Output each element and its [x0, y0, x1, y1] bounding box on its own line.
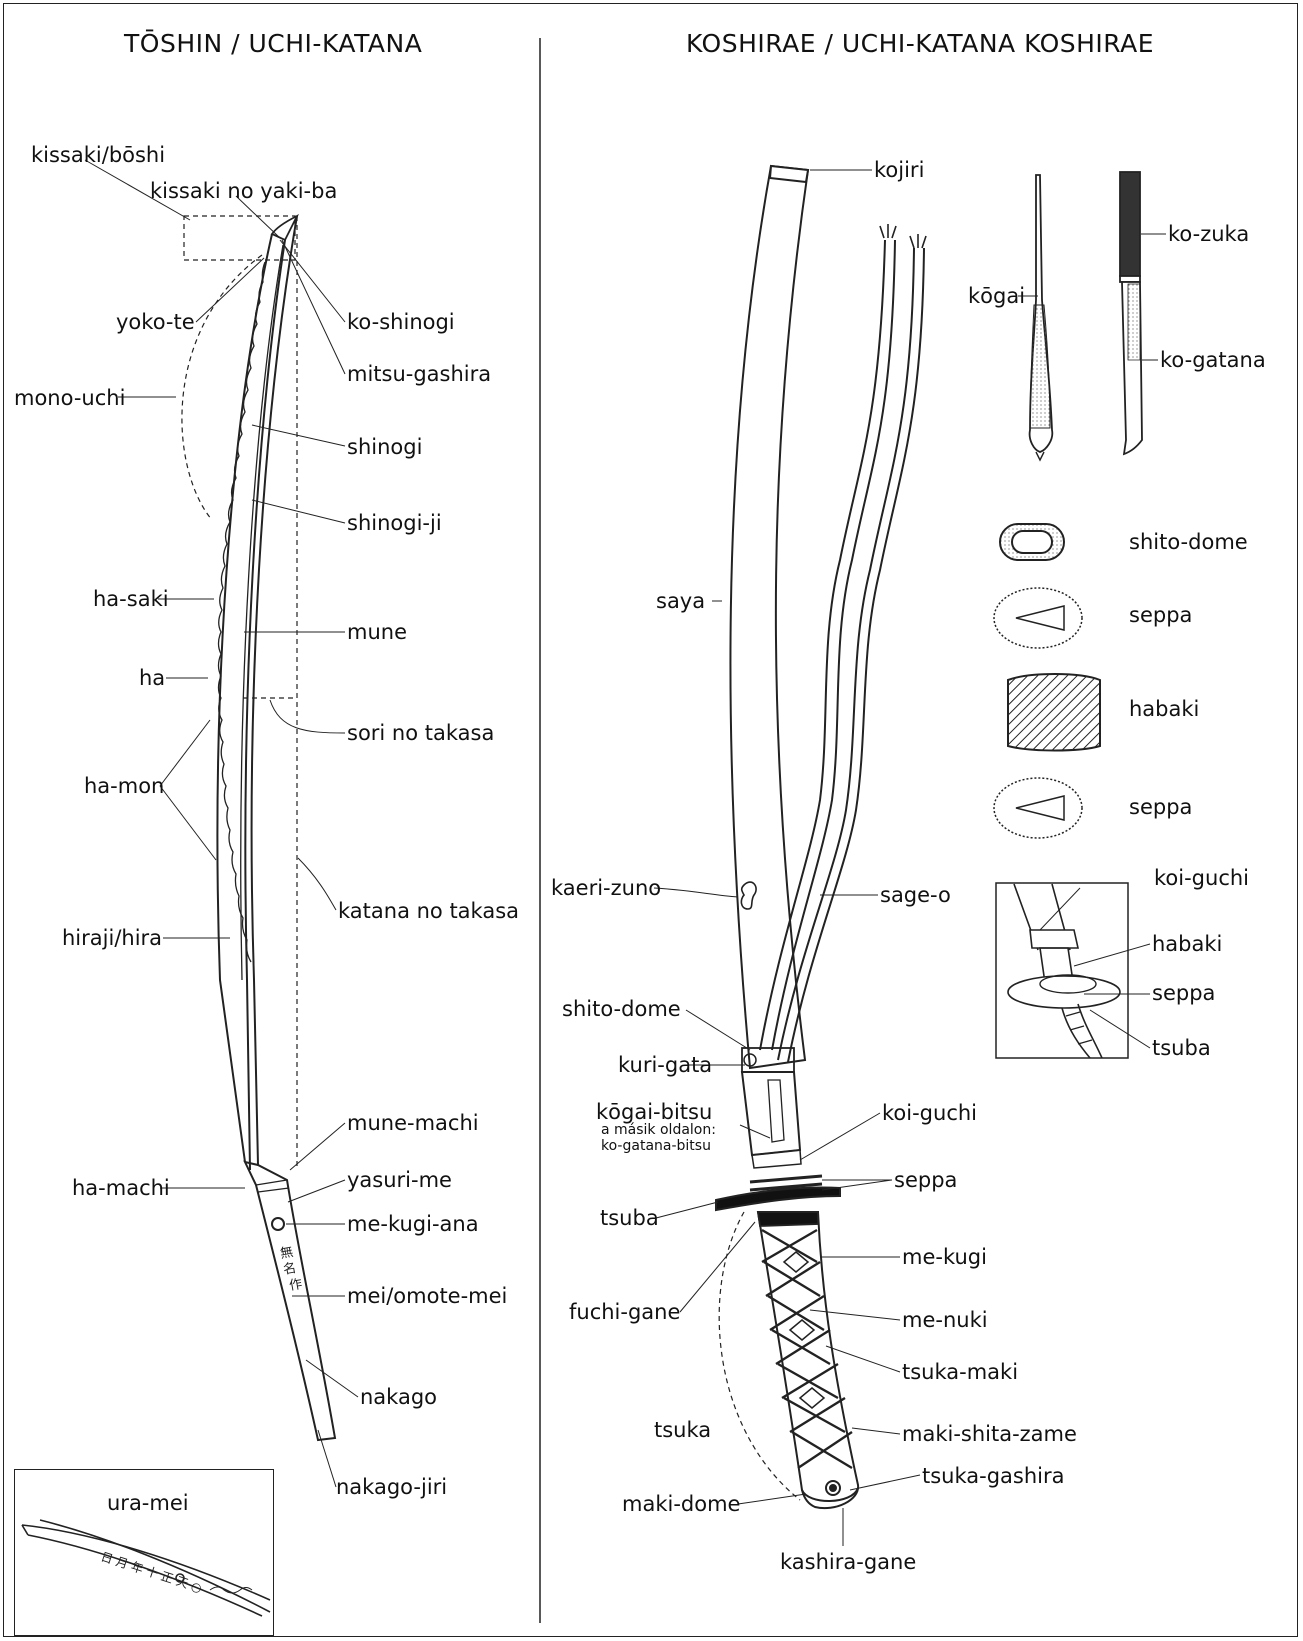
label-habaki-part: habaki	[1129, 699, 1199, 720]
label-me-kugi: me-kugi	[902, 1247, 987, 1268]
right-title: KOSHIRAE / UCHI-KATANA KOSHIRAE	[686, 31, 1154, 56]
label-ko-shinogi: ko-shinogi	[347, 312, 455, 333]
sage-o-cords	[760, 224, 926, 1062]
label-hiraji-hira: hiraji/hira	[62, 928, 162, 949]
label-ura-mei: ura-mei	[107, 1493, 189, 1514]
svg-text:無: 無	[279, 1245, 294, 1262]
label-ko-zuka: ko-zuka	[1168, 224, 1249, 245]
label-shito-dome: shito-dome	[562, 999, 681, 1020]
label-mune-machi: mune-machi	[347, 1113, 479, 1134]
label-tsuba: tsuba	[600, 1208, 659, 1229]
label-kaeri-zuno: kaeri-zuno	[551, 878, 661, 899]
habaki-part	[1008, 674, 1100, 751]
mount-leader-lines	[654, 170, 1166, 1546]
label-maki-dome: maki-dome	[622, 1494, 740, 1515]
label-shito-dome-part: shito-dome	[1129, 532, 1248, 553]
label-yoko-te: yoko-te	[116, 312, 195, 333]
koiguchi-inset	[996, 883, 1128, 1058]
kozuka-drawing	[1120, 172, 1142, 454]
tsuba-group	[716, 1176, 840, 1210]
label-tsuka: tsuka	[654, 1420, 711, 1441]
label-kogai-bitsu-note1: a másik oldalon:	[601, 1123, 716, 1138]
seppa-part-2	[994, 778, 1082, 838]
label-ko-gatana: ko-gatana	[1160, 350, 1266, 371]
label-seppa-inset: seppa	[1152, 983, 1215, 1004]
label-mitsu-gashira: mitsu-gashira	[347, 364, 491, 385]
seppa-part-1	[994, 588, 1082, 648]
label-koi-guchi: koi-guchi	[882, 1103, 977, 1124]
label-ha: ha	[139, 668, 165, 689]
left-title: TŌSHIN / UCHI-KATANA	[124, 31, 422, 56]
kogai-drawing	[1030, 175, 1053, 460]
label-ha-saki: ha-saki	[93, 589, 169, 610]
label-me-nuki: me-nuki	[902, 1310, 988, 1331]
saya-drawing	[730, 166, 808, 1168]
label-tsuka-maki: tsuka-maki	[902, 1362, 1018, 1383]
label-nakago-jiri: nakago-jiri	[336, 1477, 447, 1498]
svg-text:名: 名	[282, 1260, 298, 1278]
svg-text:作: 作	[288, 1277, 303, 1294]
label-yasuri-me: yasuri-me	[347, 1170, 452, 1191]
label-shinogi-ji: shinogi-ji	[347, 513, 442, 534]
label-ha-machi: ha-machi	[72, 1178, 170, 1199]
label-habaki-inset: habaki	[1152, 934, 1222, 955]
label-katana-no-takasa: katana no takasa	[338, 901, 519, 922]
label-seppa-part-2: seppa	[1129, 797, 1192, 818]
label-mono-uchi: mono-uchi	[14, 388, 125, 409]
label-kuri-gata: kuri-gata	[618, 1055, 712, 1076]
label-kissaki-boshi: kissaki/bōshi	[31, 145, 165, 166]
label-maki-shita-zame: maki-shita-zame	[902, 1424, 1077, 1445]
label-ha-mon: ha-mon	[84, 776, 164, 797]
label-kissaki-no-yakiba: kissaki no yaki-ba	[150, 181, 337, 202]
label-kogai: kōgai	[968, 286, 1025, 307]
label-mei-omote-mei: mei/omote-mei	[347, 1286, 507, 1307]
label-seppa: seppa	[894, 1170, 957, 1191]
blade-leader-lines	[85, 160, 358, 1487]
label-seppa-part-1: seppa	[1129, 605, 1192, 626]
label-mune: mune	[347, 622, 407, 643]
shito-dome-part	[1000, 524, 1064, 560]
label-koi-guchi-inset: koi-guchi	[1154, 868, 1249, 889]
tsuka-drawing	[758, 1212, 858, 1508]
label-shinogi: shinogi	[347, 437, 422, 458]
label-tsuba-inset: tsuba	[1152, 1038, 1211, 1059]
label-kashira-gane: kashira-gane	[780, 1552, 916, 1573]
label-kogai-bitsu: kōgai-bitsu	[596, 1102, 712, 1123]
label-sage-o: sage-o	[880, 885, 951, 906]
label-kojiri: kojiri	[874, 160, 924, 181]
label-tsuka-gashira: tsuka-gashira	[922, 1466, 1065, 1487]
label-kogai-bitsu-note2: ko-gatana-bitsu	[601, 1139, 711, 1154]
label-saya: saya	[656, 591, 705, 612]
label-me-kugi-ana: me-kugi-ana	[347, 1214, 479, 1235]
label-sori-no-takasa: sori no takasa	[347, 723, 494, 744]
label-fuchi-gane: fuchi-gane	[569, 1302, 680, 1323]
label-nakago: nakago	[360, 1387, 437, 1408]
blade-drawing: 無 名 作	[182, 216, 335, 1440]
